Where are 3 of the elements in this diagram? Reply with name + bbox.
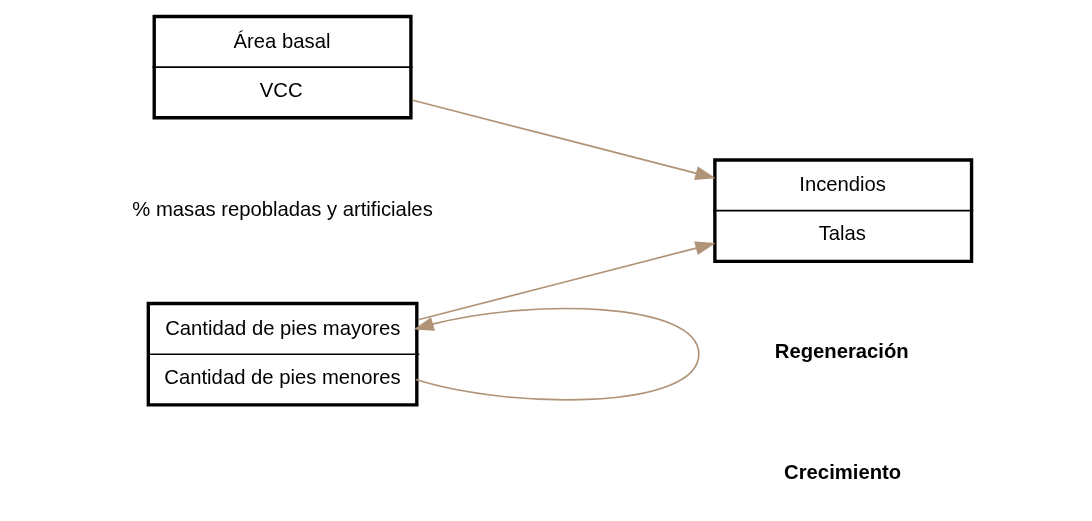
label: Regeneración xyxy=(774,339,909,362)
label: % masas repobladas y artificiales xyxy=(132,197,433,220)
label: Crecimiento xyxy=(784,461,902,484)
